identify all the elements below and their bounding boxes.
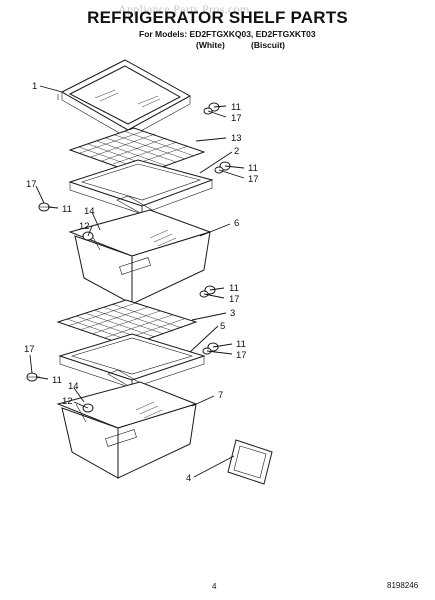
crisper-drawer-part-6 bbox=[68, 209, 212, 305]
crisper-drawer-part-7 bbox=[56, 381, 198, 479]
callout-11: 11 bbox=[62, 204, 72, 215]
model-numbers: For Models: ED2FTGXKQ03, ED2FTGXKT03 bbox=[139, 29, 316, 39]
callout-11: 11 bbox=[229, 283, 239, 294]
label-plate-part-4 bbox=[227, 439, 273, 485]
wire-shelf-part-3 bbox=[56, 299, 198, 347]
callout-7: 7 bbox=[218, 390, 223, 401]
callout-17: 17 bbox=[24, 344, 35, 355]
callout-17: 17 bbox=[26, 179, 37, 190]
color-label-white: (White) bbox=[196, 40, 225, 50]
glass-shelf-part-1 bbox=[57, 59, 192, 139]
callout-5: 5 bbox=[220, 321, 225, 332]
callout-12: 12 bbox=[79, 221, 90, 232]
callout-3: 3 bbox=[230, 308, 235, 319]
callout-labels: 1 11 17 13 2 11 17 17 11 14 12 6 11 17 3… bbox=[24, 81, 259, 484]
callout-12: 12 bbox=[62, 396, 73, 407]
callout-11: 11 bbox=[248, 163, 258, 174]
leader-lines bbox=[29, 85, 245, 478]
callout-11: 11 bbox=[231, 102, 241, 113]
callout-17: 17 bbox=[229, 294, 240, 305]
color-label-biscuit: (Biscuit) bbox=[251, 40, 285, 50]
callout-11: 11 bbox=[236, 339, 246, 350]
callout-11: 11 bbox=[52, 375, 62, 386]
page-number: 4 bbox=[212, 582, 217, 591]
callout-17: 17 bbox=[236, 350, 247, 361]
callout-17: 17 bbox=[231, 113, 242, 124]
wire-shelf-part-13 bbox=[68, 127, 206, 176]
callout-4: 4 bbox=[186, 473, 191, 484]
callout-6: 6 bbox=[234, 218, 239, 229]
callout-2: 2 bbox=[234, 146, 239, 157]
page-title: REFRIGERATOR SHELF PARTS bbox=[87, 8, 348, 27]
watermark-text: Appliance Parts Pros.com bbox=[118, 2, 250, 16]
crisper-cover-frame-part-5 bbox=[58, 333, 206, 389]
callout-17: 17 bbox=[248, 174, 259, 185]
callout-1: 1 bbox=[32, 81, 37, 92]
crisper-cover-frame-part-2 bbox=[68, 159, 214, 215]
callout-14: 14 bbox=[84, 206, 95, 217]
callout-14: 14 bbox=[68, 381, 79, 392]
callout-13: 13 bbox=[231, 133, 242, 144]
document-number: 8198246 bbox=[387, 581, 419, 590]
